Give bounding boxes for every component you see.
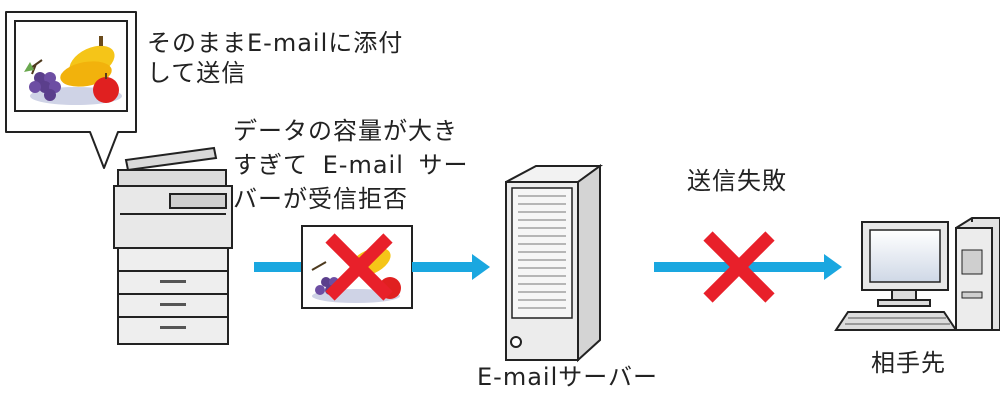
fruit-image-icon xyxy=(24,36,122,105)
recipient-label: 相手先 xyxy=(871,349,946,377)
rejection-reason-line2: すぎて E-mail サー xyxy=(233,151,469,179)
arrow-right-icon xyxy=(412,254,490,280)
red-cross-icon xyxy=(703,231,775,303)
rejection-reason-line3: バーが受信拒否 xyxy=(233,185,408,213)
email-server-label: E-mailサーバー xyxy=(477,363,659,391)
attach-caption-line1: そのままE-mailに添付 xyxy=(147,29,404,57)
attach-caption-line2: して送信 xyxy=(147,59,247,87)
send-failed-label: 送信失敗 xyxy=(687,167,787,195)
red-cross-icon xyxy=(325,233,393,301)
email-server-icon xyxy=(505,164,604,363)
rejection-reason-line1: データの容量が大き xyxy=(233,117,458,145)
desktop-computer-icon xyxy=(834,217,1000,331)
printer-mfp-icon xyxy=(113,146,233,345)
arrow-right-icon xyxy=(254,262,302,272)
